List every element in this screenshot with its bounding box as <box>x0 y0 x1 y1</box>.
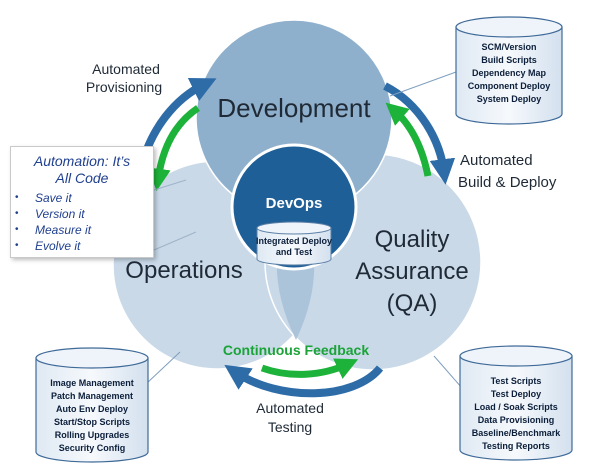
connector-callout-top <box>153 179 187 191</box>
bullet-icon: • <box>15 208 19 219</box>
drum-bl-item-6: Security Config <box>59 443 126 453</box>
drum-br-item-5: Baseline/Benchmark <box>472 428 562 438</box>
callout-title-line2: All Code <box>55 170 109 186</box>
drum-bl-item-2: Patch Management <box>51 391 133 401</box>
drum-tr-item-4: Component Deploy <box>468 81 551 91</box>
build-label-line1: Automated <box>460 152 533 169</box>
provisioning-label-line1: Automated <box>92 61 160 77</box>
callout-title-line1: Automation: It’s <box>33 153 131 169</box>
drum-tr-item-3: Dependency Map <box>472 68 547 78</box>
drum-br-item-1: Test Scripts <box>491 376 542 386</box>
continuous-feedback-label: Continuous Feedback <box>223 342 369 358</box>
drum-line-2: and Test <box>276 247 312 257</box>
drum-bl-item-1: Image Management <box>50 378 134 388</box>
drum-br-item-4: Data Provisioning <box>478 415 555 425</box>
bullet-icon: • <box>15 240 19 251</box>
qa-label-line3: (QA) <box>387 290 438 317</box>
callout-title: Automation: It’s All Code <box>11 153 153 187</box>
callout-item: •Evolve it <box>15 239 81 253</box>
drum-tr-item-5: System Deploy <box>477 94 542 104</box>
bullet-icon: • <box>15 192 19 203</box>
feedback-green-arrow <box>260 358 359 379</box>
provisioning-green-arrow <box>148 105 201 192</box>
development-label: Development <box>217 93 371 123</box>
drum-bl-item-3: Auto Env Deploy <box>56 404 128 414</box>
drum-line-1: Integrated Deploy <box>256 236 332 246</box>
automation-callout: Automation: It’s All Code •Save it •Vers… <box>10 146 154 258</box>
callout-list: •Save it •Version it •Measure it •Evolve… <box>11 190 153 254</box>
callout-item: •Measure it <box>15 223 92 237</box>
testing-blue-arrow <box>224 364 384 398</box>
connector-top-right <box>389 71 457 97</box>
connector-callout-bottom <box>153 231 197 251</box>
testing-label-line1: Automated <box>256 400 324 416</box>
integrated-deploy-drum: Integrated Deploy and Test <box>256 221 332 266</box>
connector-bottom-right <box>433 355 463 389</box>
test-scripts-drum: Test Scripts Test Deploy Load / Soak Scr… <box>459 345 573 461</box>
build-green-arrow <box>385 102 432 177</box>
drum-br-item-2: Test Deploy <box>491 389 541 399</box>
qa-label-line2: Assurance <box>355 258 468 285</box>
connector-bottom-left <box>145 351 181 385</box>
bullet-icon: • <box>15 224 19 235</box>
drum-tr-item-2: Build Scripts <box>481 55 537 65</box>
provisioning-label-line2: Provisioning <box>86 79 162 95</box>
drum-tr-item-1: SCM/Version <box>481 42 536 52</box>
operations-label: Operations <box>125 257 242 284</box>
scm-build-drum: SCM/Version Build Scripts Dependency Map… <box>455 16 563 125</box>
build-label-line2: Build & Deploy <box>458 174 557 191</box>
image-management-drum: Image Management Patch Management Auto E… <box>35 347 149 463</box>
drum-bl-item-5: Rolling Upgrades <box>55 430 130 440</box>
build-blue-arrow <box>383 82 456 185</box>
qa-label-line1: Quality <box>375 226 450 253</box>
drum-br-item-6: Testing Reports <box>482 441 550 451</box>
callout-item: •Save it <box>15 191 72 205</box>
drum-br-item-3: Load / Soak Scripts <box>474 402 558 412</box>
devops-title: DevOps <box>266 195 323 212</box>
testing-label-line2: Testing <box>268 419 312 435</box>
drum-bl-item-4: Start/Stop Scripts <box>54 417 130 427</box>
callout-item: •Version it <box>15 207 85 221</box>
